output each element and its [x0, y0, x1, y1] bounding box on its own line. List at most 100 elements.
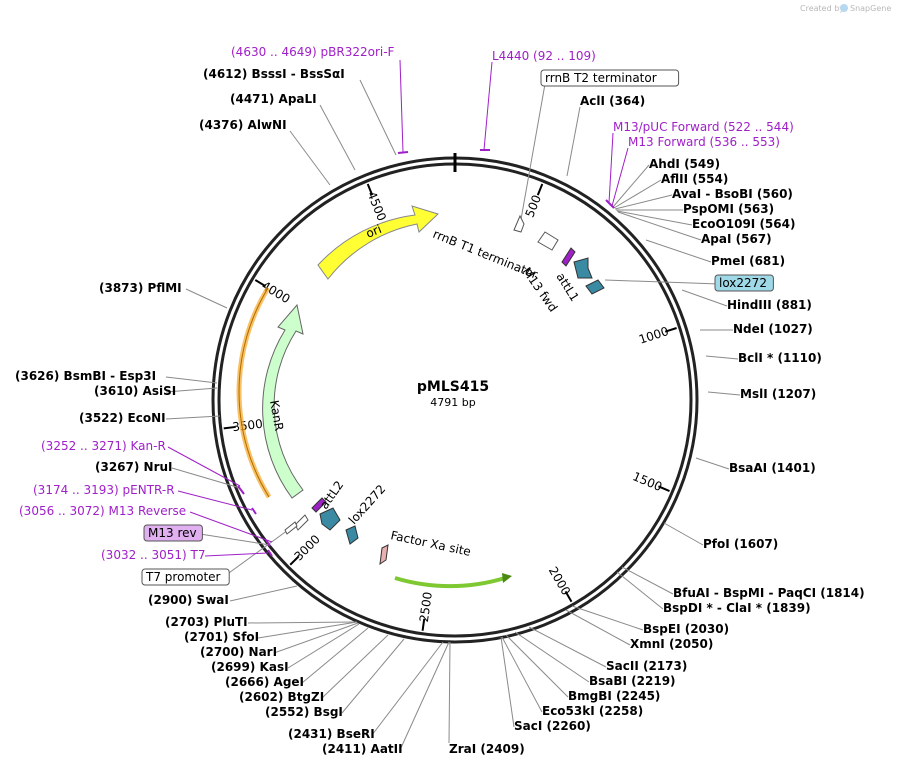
- label-bsabi[interactable]: BsaBI (2219): [589, 674, 676, 688]
- label-l4440[interactable]: L4440 (92 .. 109): [492, 49, 596, 63]
- rrnb-t1-arrow[interactable]: [513, 214, 559, 251]
- orange-feature-arc: [236, 286, 272, 499]
- feature-ori[interactable]: ori: [364, 222, 384, 241]
- leader-line: [165, 376, 218, 384]
- leader-line: [608, 132, 614, 204]
- label-bsaai[interactable]: BsaAI (1401): [729, 461, 816, 475]
- tick-label: 1000: [637, 324, 670, 347]
- label-bsgi[interactable]: (2552) BsgI: [265, 705, 343, 719]
- tick-mark: [254, 279, 267, 288]
- leader-line: [319, 104, 356, 171]
- attl2-arrow[interactable]: [311, 497, 341, 531]
- label-t7[interactable]: (3032 .. 3051) T7: [101, 548, 205, 562]
- label-pfimi[interactable]: (3873) PflMI: [99, 281, 182, 295]
- tick-mark: [658, 485, 670, 492]
- label-m13reverse[interactable]: (3056 .. 3072) M13 Reverse: [19, 504, 186, 518]
- label-agei[interactable]: (2666) AgeI: [225, 675, 304, 689]
- label-bspdi[interactable]: BspDI * - ClaI * (1839): [663, 601, 811, 615]
- label-bspei[interactable]: BspEI (2030): [643, 622, 729, 636]
- ori-arrow[interactable]: [317, 205, 439, 280]
- label-pfoi[interactable]: PfoI (1607): [703, 537, 778, 551]
- label-pbr322ori-f[interactable]: (4630 .. 4649) pBR322ori-F: [231, 45, 395, 59]
- t7-feature[interactable]: [284, 514, 309, 535]
- label-nrui[interactable]: (3267) NruI: [95, 460, 173, 474]
- label-pmei[interactable]: PmeI (681): [711, 254, 785, 268]
- tick-label: 2000: [546, 564, 573, 597]
- kanr-arrow[interactable]: [262, 303, 304, 499]
- label-msli[interactable]: MslI (1207): [740, 387, 816, 401]
- leader-line: [565, 609, 631, 646]
- tick-label: 3500: [232, 417, 264, 435]
- label-btgzi[interactable]: (2602) BtgZI: [239, 690, 324, 704]
- label-xmni[interactable]: XmnI (2050): [630, 637, 713, 651]
- feature-attl2[interactable]: attL2: [317, 478, 346, 512]
- label-kanr-primer[interactable]: (3252 .. 3271) Kan-R: [41, 439, 166, 453]
- label-aatii[interactable]: (2411) AatII: [322, 742, 403, 756]
- label-asisi[interactable]: (3610) AsiSI: [94, 384, 176, 398]
- label-m13puc[interactable]: M13/pUC Forward (522 .. 544): [613, 120, 794, 134]
- label-pentr[interactable]: (3174 .. 3193) pENTR-R: [33, 483, 175, 497]
- label-zrai[interactable]: ZraI (2409): [449, 742, 525, 756]
- label-acli[interactable]: AclI (364): [580, 94, 645, 108]
- label-psp[interactable]: PspOMI (563): [683, 202, 774, 216]
- feature-factorxa[interactable]: Factor Xa site: [389, 528, 472, 559]
- feature-lox2272[interactable]: lox2272: [346, 482, 388, 527]
- label-t7prom[interactable]: T7 promoter: [145, 570, 221, 584]
- site-labels: (4630 .. 4649) pBR322ori-F L4440 (92 .. 1…: [15, 45, 865, 756]
- feature-m13fwd-feat[interactable]: M13 fwd: [520, 265, 561, 315]
- label-hindiii[interactable]: HindIII (881): [727, 298, 812, 312]
- label-alwni[interactable]: (4376) AlwNI: [199, 118, 287, 132]
- label-sfoi[interactable]: (2701) SfoI: [184, 630, 259, 644]
- label-lox-right[interactable]: lox2272: [719, 276, 767, 290]
- label-econi[interactable]: (3522) EcoNI: [79, 411, 166, 425]
- leader-line: [695, 457, 730, 470]
- label-ahdi[interactable]: AhdI (549): [649, 157, 720, 171]
- label-bfuai[interactable]: BfuAI - BspMI - PaqCI (1814): [673, 586, 865, 600]
- label-swai[interactable]: (2900) SwaI: [148, 593, 229, 607]
- label-m13fwd[interactable]: M13 Forward (536 .. 553): [628, 135, 780, 149]
- leader-line: [257, 621, 358, 639]
- leader-line: [165, 415, 221, 420]
- label-box-lox-right: [714, 274, 774, 292]
- leader-line: [229, 585, 298, 602]
- label-sacii[interactable]: SacII (2173): [606, 659, 687, 673]
- label-aflii[interactable]: AflII (554): [661, 172, 728, 186]
- label-pluti[interactable]: (2703) PluTI: [165, 615, 248, 629]
- feature-kanr[interactable]: KanR: [267, 399, 286, 432]
- label-bmgbi[interactable]: BmgBI (2245): [568, 689, 660, 703]
- label-apai[interactable]: ApaI (567): [701, 232, 772, 246]
- label-apali[interactable]: (4471) ApaLI: [230, 92, 317, 106]
- m13fwd-feature[interactable]: [561, 247, 576, 267]
- label-bcli[interactable]: BclI * (1110): [738, 351, 822, 365]
- attl1-arrow[interactable]: [573, 257, 605, 295]
- tick-label: 2500: [417, 591, 435, 623]
- leader-line: [514, 631, 590, 683]
- label-bsmbi[interactable]: (3626) BsmBI - Esp3I: [15, 369, 156, 383]
- label-kasi[interactable]: (2699) KasI: [211, 660, 289, 674]
- label-box-rrnb-t2: [540, 69, 680, 87]
- leader-line: [448, 641, 451, 744]
- label-avai[interactable]: AvaI - BsoBI (560): [672, 187, 793, 201]
- label-bsssi[interactable]: (4612) BsssI - BssSαI: [203, 67, 345, 81]
- tick-mark: [366, 183, 374, 196]
- green-feature-arc: [394, 573, 512, 589]
- leader-line: [287, 623, 360, 669]
- lox2272-arrow[interactable]: [345, 525, 359, 545]
- leader-line: [399, 641, 450, 751]
- leader-line: [301, 627, 369, 684]
- label-ndei[interactable]: NdeI (1027): [733, 322, 813, 336]
- tick-mark: [223, 425, 236, 430]
- label-rrnb-t2[interactable]: rrnB T2 terminator: [545, 71, 657, 85]
- leader-line: [616, 571, 664, 610]
- label-saci[interactable]: SacI (2260): [514, 719, 591, 733]
- factorxa-feature[interactable]: [379, 544, 389, 566]
- tick-label: 1500: [631, 469, 665, 494]
- label-eco53[interactable]: Eco53kI (2258): [542, 704, 643, 718]
- label-nari[interactable]: (2700) NarI: [200, 645, 277, 659]
- leader-line: [705, 355, 739, 360]
- label-m13rev[interactable]: M13 rev: [148, 526, 197, 540]
- label-eco109[interactable]: EcoO109I (564): [692, 217, 795, 231]
- label-seri[interactable]: (2431) BseRI: [288, 727, 375, 741]
- tick-mark: [664, 327, 677, 333]
